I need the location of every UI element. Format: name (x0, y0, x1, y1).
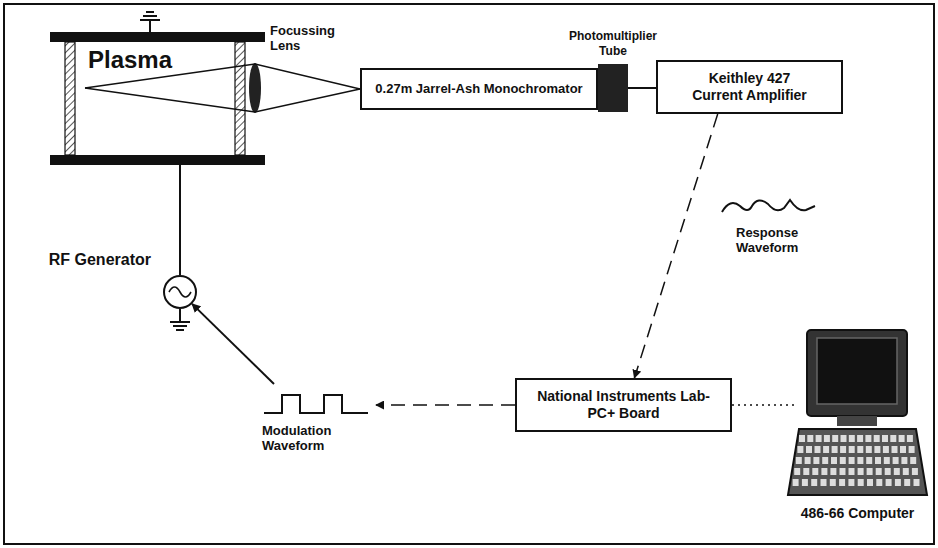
connector (180, 165, 181, 275)
generator-symbol (163, 275, 197, 309)
connector-line (628, 87, 656, 89)
computer-illustration (785, 325, 930, 503)
focussing-lens (249, 63, 261, 113)
connector (732, 405, 795, 406)
photomultiplier-tube: Photomultiplier Tube (598, 64, 628, 112)
ground-symbol (140, 12, 160, 32)
modulation-waveform (264, 395, 368, 413)
connector (628, 88, 656, 89)
amplifier-box: Keithley 427 Current Amplifier (656, 60, 843, 114)
node-label: Photomultiplier Tube (558, 29, 668, 58)
connector (192, 304, 515, 405)
connector-line (85, 88, 360, 112)
connector-line (192, 304, 274, 384)
response-waveform (722, 200, 815, 212)
monochromator-box: 0.27m Jarrel-Ash Monochromator (360, 68, 598, 110)
node-label: 0.27m Jarrel-Ash Monochromator (375, 81, 582, 97)
node-label: National Instruments Lab-PC+ Board (537, 388, 710, 422)
computer: 486-66 Computer (785, 325, 930, 525)
connector-line (179, 165, 181, 275)
plasma-chamber: Plasma (50, 32, 265, 165)
rf-generator: RF Generator (163, 275, 197, 309)
node-label: RF Generator (49, 250, 151, 269)
waveform-label: Response Waveform (736, 226, 816, 256)
waveform-label: Modulation Waveform (262, 424, 342, 454)
node-label: Plasma (88, 46, 172, 75)
connector-line (732, 404, 795, 406)
node-label: Keithley 427 Current Amplifier (682, 70, 817, 104)
ground-symbol (170, 309, 190, 330)
connector-line (634, 114, 717, 378)
node-label: 486-66 Computer (785, 505, 930, 522)
lens-label: Focussing Lens (270, 24, 350, 54)
connector (634, 114, 717, 378)
daq-board-box: National Instruments Lab-PC+ Board (515, 378, 732, 432)
connector-line (376, 404, 515, 406)
outer-frame (4, 4, 934, 544)
